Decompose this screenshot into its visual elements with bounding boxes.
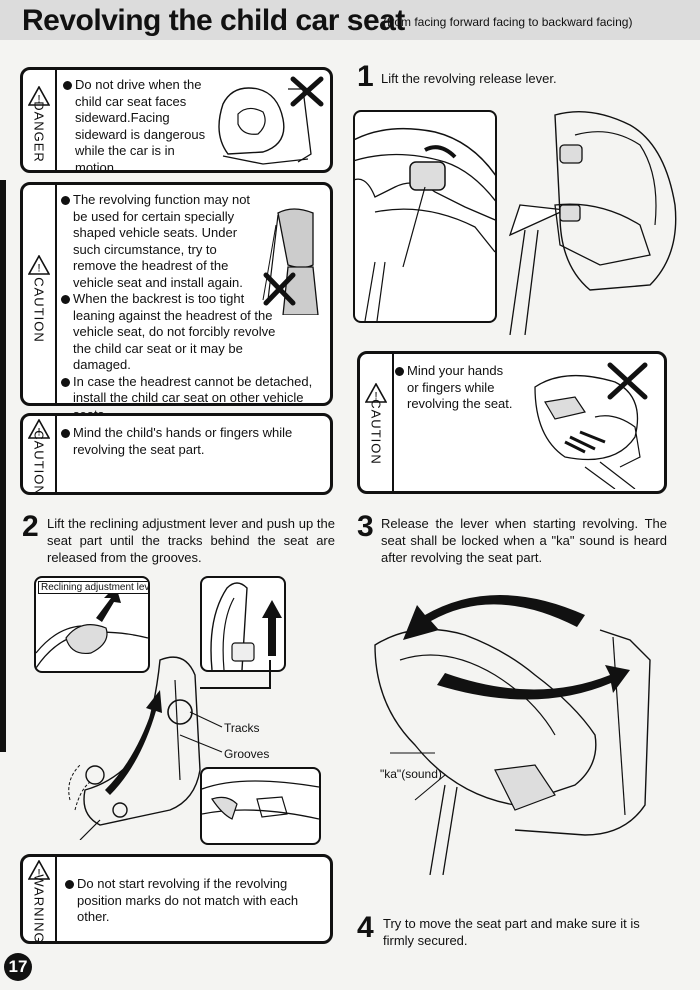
step-text: Lift the reclining adjustment lever and … bbox=[47, 516, 335, 565]
revolving-seat-illustration bbox=[374, 595, 651, 875]
caution-label-column: ! CAUTION bbox=[23, 416, 57, 496]
step-number: 3 bbox=[357, 510, 374, 543]
warning-item: Do not start revolving if the revolving … bbox=[65, 876, 328, 926]
warning-triangle-icon: ! bbox=[28, 255, 50, 275]
svg-text:!: ! bbox=[37, 427, 40, 439]
svg-text:!: ! bbox=[37, 868, 40, 880]
caution-box-your-fingers: ! CAUTION Mind your hands or fingers whi… bbox=[357, 351, 667, 494]
release-lever-drawing bbox=[355, 127, 495, 321]
header-bar bbox=[0, 0, 700, 40]
danger-item: Do not drive when the child car seat fac… bbox=[63, 77, 213, 176]
step-number: 4 bbox=[357, 911, 374, 944]
ka-sound-label: "ka"(sound) bbox=[380, 767, 442, 781]
caution-item: When the backrest is too tight leaning a… bbox=[61, 291, 278, 374]
seat-base-illustration bbox=[508, 110, 677, 335]
caution-item: Mind the child's hands or fingers while … bbox=[61, 425, 329, 458]
reclining-lever-closeup: Reclining adjustment lever bbox=[34, 576, 150, 673]
step-number: 2 bbox=[22, 510, 39, 543]
grooves-drawing bbox=[202, 780, 319, 820]
svg-text:!: ! bbox=[37, 94, 40, 106]
tracks-label: Tracks bbox=[224, 721, 260, 735]
warning-triangle-icon: ! bbox=[365, 383, 387, 403]
reclining-lever-label: Reclining adjustment lever bbox=[38, 581, 148, 594]
warning-box: ! WARNING Do not start revolving if the … bbox=[20, 854, 333, 944]
page-subtitle: (from facing forward facing to backward … bbox=[383, 15, 633, 29]
reclining-seat-illustration bbox=[68, 656, 201, 840]
warning-triangle-icon: ! bbox=[28, 86, 50, 106]
revolving-hands-illustration bbox=[534, 362, 648, 489]
caution-item: Mind your hands or fingers while revolvi… bbox=[395, 363, 515, 413]
danger-label-column: ! DANGER bbox=[23, 70, 57, 170]
caution-box-revolving-function: ! CAUTION The revolving function may not… bbox=[20, 182, 333, 422]
reclining-lever-drawing bbox=[36, 586, 148, 669]
warning-label-column: ! WARNING bbox=[23, 857, 57, 944]
page-title: Revolving the child car seat bbox=[22, 4, 405, 37]
caution-label-column: ! CAUTION bbox=[360, 354, 394, 491]
step-text: Lift the revolving release lever. bbox=[381, 71, 557, 86]
tracks-drawing bbox=[210, 582, 282, 670]
warning-triangle-icon: ! bbox=[28, 419, 50, 439]
grooves-closeup bbox=[200, 767, 321, 845]
grooves-label: Grooves bbox=[224, 747, 270, 761]
caution-label-column: ! CAUTION bbox=[23, 185, 57, 403]
danger-box: ! DANGER Do not drive when the child car… bbox=[20, 67, 333, 176]
warning-text: Do not start revolving if the revolving … bbox=[65, 876, 328, 926]
sideward-seat-illustration bbox=[218, 76, 324, 165]
caution-item: The revolving function may not be used f… bbox=[61, 192, 263, 291]
caution-box-child-fingers: ! CAUTION Mind the child's hands or fing… bbox=[20, 413, 333, 496]
step-text: Try to move the seat part and make sure … bbox=[383, 916, 640, 948]
svg-text:!: ! bbox=[37, 263, 40, 275]
page-number: 17 bbox=[4, 953, 32, 981]
tracks-closeup bbox=[200, 576, 286, 672]
headrest-illustration bbox=[262, 208, 319, 315]
svg-text:!: ! bbox=[374, 391, 377, 403]
step-text: Release the lever when starting revolvin… bbox=[381, 516, 667, 565]
step-number: 1 bbox=[357, 60, 374, 93]
release-lever-closeup bbox=[353, 110, 497, 323]
warning-label: WARNING bbox=[31, 874, 47, 944]
caution-text: Mind the child's hands or fingers while … bbox=[61, 425, 329, 458]
caution-text: Mind your hands or fingers while revolvi… bbox=[395, 363, 515, 413]
side-tab-marker bbox=[0, 180, 6, 752]
warning-triangle-icon: ! bbox=[28, 860, 50, 880]
danger-text: Do not drive when the child car seat fac… bbox=[63, 77, 213, 176]
